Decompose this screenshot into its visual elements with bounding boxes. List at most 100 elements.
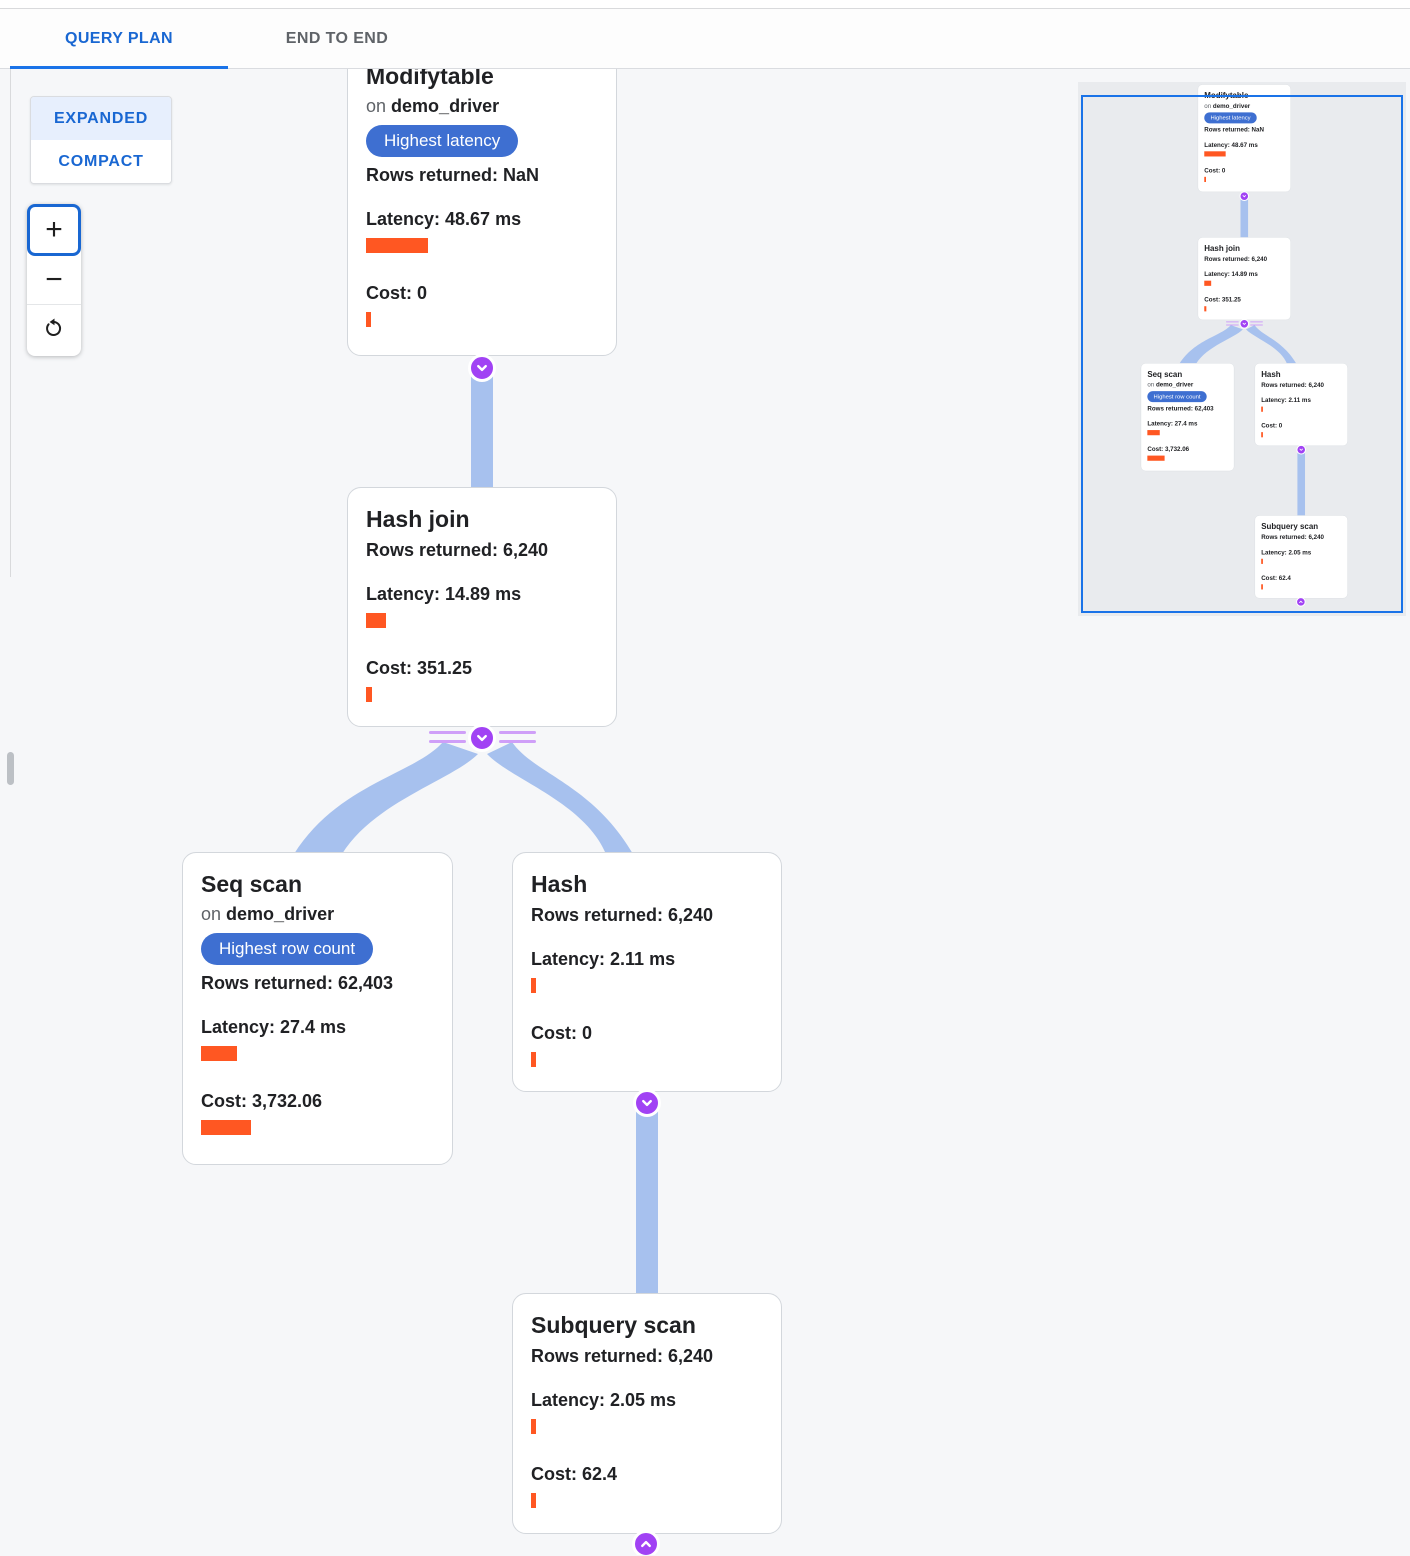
top-strip <box>0 0 1410 9</box>
panel-divider <box>10 69 11 577</box>
latency-bar <box>1261 406 1263 412</box>
cost-bar <box>531 1493 536 1508</box>
zoom-controls: + − <box>27 204 81 356</box>
rows-returned: Rows returned: NaN <box>1204 126 1264 134</box>
node-title: Seq scan <box>1147 369 1183 379</box>
latency-bar <box>531 978 536 993</box>
connector-line <box>1250 324 1263 326</box>
minimap[interactable]: Modifytable on demo_driver Highest laten… <box>1078 82 1406 616</box>
table-name: demo_driver <box>1155 381 1194 388</box>
tab-bar: QUERY PLAN END TO END <box>0 9 1410 69</box>
connector-line <box>499 740 536 743</box>
query-plan-canvas: Modifytable on demo_driver Highest laten… <box>0 69 1410 1555</box>
rows-returned: Rows returned: 6,240 <box>1261 381 1325 389</box>
scrollbar-thumb[interactable] <box>7 752 14 785</box>
rows-returned: Rows returned: 6,240 <box>366 540 549 560</box>
cost-bar <box>201 1120 251 1135</box>
cost-value: Cost: 3,732.06 <box>1147 445 1190 453</box>
latency-bar <box>531 1419 536 1434</box>
node-subquery-scan[interactable]: Subquery scan Rows returned: 6,240 Laten… <box>512 1293 782 1534</box>
chevron-down-icon <box>1296 444 1307 455</box>
cost-bar <box>366 687 372 702</box>
table-name: demo_driver <box>391 96 500 116</box>
rows-returned: Rows returned: 62,403 <box>1147 404 1214 412</box>
latency-bar <box>1204 280 1212 286</box>
chevron-down-icon <box>1239 191 1250 201</box>
cost-bar <box>1147 455 1165 461</box>
rows-returned: Rows returned: 6,240 <box>531 1346 714 1366</box>
badge-highest-row-count: Highest row count <box>201 933 374 965</box>
node-subquery-scan: Subquery scan Rows returned: 6,240 Laten… <box>1254 515 1348 599</box>
expanded-button[interactable]: EXPANDED <box>31 97 171 140</box>
table-name: demo_driver <box>1212 102 1251 110</box>
badge-highest-row-count: Highest row count <box>1147 391 1207 403</box>
table-name: demo_driver <box>226 904 335 924</box>
badge-highest-latency: Highest latency <box>366 125 519 157</box>
rows-returned: Rows returned: 62,403 <box>201 973 394 993</box>
compact-button[interactable]: COMPACT <box>31 140 171 183</box>
cost-bar <box>1261 432 1263 438</box>
node-hash[interactable]: Hash Rows returned: 6,240 Latency: 2.11 … <box>512 852 782 1092</box>
tab-end-to-end[interactable]: END TO END <box>285 29 389 47</box>
rows-returned: Rows returned: NaN <box>366 165 540 185</box>
node-title: Subquery scan <box>531 1312 696 1338</box>
badge-highest-latency: Highest latency <box>1204 112 1257 124</box>
cost-bar <box>531 1052 536 1067</box>
node-modifytable: Modifytable on demo_driver Highest laten… <box>1197 84 1291 193</box>
node-hash-join: Hash join Rows returned: 6,240 Latency: … <box>1197 237 1291 321</box>
latency-value: Latency: 27.4 ms <box>1147 420 1198 427</box>
cost-bar <box>1204 176 1206 183</box>
reset-zoom-button[interactable] <box>27 304 81 356</box>
node-title: Seq scan <box>201 871 302 897</box>
edge-hash-subqueryscan <box>636 1106 658 1297</box>
table-prefix: on <box>1147 381 1155 388</box>
chevron-down-icon[interactable] <box>633 1089 661 1117</box>
latency-value: Latency: 48.67 ms <box>366 209 522 229</box>
minimap-viewport-rect[interactable] <box>1081 95 1403 613</box>
cost-bar <box>1261 584 1263 590</box>
node-seq-scan: Seq scan on demo_driver Highest row coun… <box>1140 363 1235 472</box>
cost-value: Cost: 0 <box>366 283 428 303</box>
latency-bar <box>366 613 386 628</box>
connector-line <box>1226 324 1239 326</box>
table-prefix: on <box>1204 102 1212 110</box>
node-seq-scan[interactable]: Seq scan on demo_driver Highest row coun… <box>182 852 453 1165</box>
edge-modifytable-hashjoin <box>1240 193 1249 239</box>
table-prefix: on <box>201 904 222 924</box>
chevron-up-icon[interactable] <box>632 1530 660 1555</box>
latency-bar <box>366 238 428 253</box>
rows-returned: Rows returned: 6,240 <box>531 905 714 925</box>
chevron-up-icon <box>1296 597 1306 607</box>
cost-value: Cost: 351.25 <box>1204 296 1241 304</box>
node-title: Subquery scan <box>1261 521 1319 531</box>
node-modifytable[interactable]: Modifytable on demo_driver Highest laten… <box>347 69 617 356</box>
cost-value: Cost: 62.4 <box>531 1464 618 1484</box>
latency-bar <box>201 1046 237 1061</box>
latency-value: Latency: 2.11 ms <box>1261 396 1311 404</box>
latency-value: Latency: 14.89 ms <box>366 584 522 604</box>
zoom-out-button[interactable]: − <box>27 256 81 304</box>
chevron-down-icon[interactable] <box>468 354 496 382</box>
node-hash-join[interactable]: Hash join Rows returned: 6,240 Latency: … <box>347 487 617 727</box>
cost-value: Cost: 62.4 <box>1261 574 1291 582</box>
node-hash: Hash Rows returned: 6,240 Latency: 2.11 … <box>1254 363 1348 446</box>
node-title: Hash <box>531 871 588 897</box>
connector-line <box>429 731 466 734</box>
chevron-down-icon[interactable] <box>468 724 496 752</box>
plan-edges <box>1179 193 1306 517</box>
edge-hashjoin-hash <box>1246 325 1297 364</box>
cost-value: Cost: 0 <box>1261 422 1283 430</box>
node-title: Hash join <box>1204 243 1240 253</box>
connector-line <box>1226 321 1239 323</box>
cost-value: Cost: 3,732.06 <box>201 1091 323 1111</box>
node-table-line: on demo_driver <box>201 901 434 928</box>
rows-returned: Rows returned: 6,240 <box>1204 255 1268 263</box>
node-title: Modifytable <box>366 69 494 89</box>
latency-value: Latency: 2.11 ms <box>531 949 676 969</box>
plan-diagram: Modifytable on demo_driver Highest laten… <box>1078 84 1406 607</box>
zoom-in-button[interactable]: + <box>27 204 81 256</box>
chevron-down-icon <box>1239 318 1250 329</box>
latency-bar <box>1261 558 1263 564</box>
tab-query-plan[interactable]: QUERY PLAN <box>10 9 228 69</box>
node-table-line: on demo_driver <box>366 93 598 120</box>
